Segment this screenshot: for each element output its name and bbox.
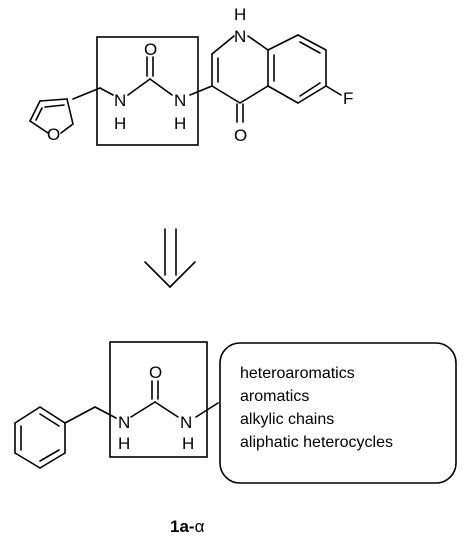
fluorine-label: F [343,89,353,108]
compound-label-main: 1a- [170,517,195,536]
compound-label: 1a-α [170,517,205,536]
top-urea-h1-label: H [114,114,126,133]
substituent-aliphatic-heterocycles: aliphatic heterocycles [240,434,393,451]
bottom-urea-highlight-box [109,341,208,458]
top-molecule: O N H O N H [29,5,353,146]
benzene-ring [14,406,66,469]
top-urea-oxygen-label: O [144,40,157,59]
quinolinone-n-label: N [234,27,246,46]
quinolinone-nh-label: H [234,5,246,24]
top-urea-n2-label: N [174,91,186,110]
retrosynthetic-arrow [144,228,196,288]
furan-oxygen-label: O [47,125,60,144]
top-urea-h2-label: H [174,114,186,133]
bottom-urea-oxygen-label: O [149,363,162,382]
bottom-urea-h1-label: H [118,434,130,453]
quinolinone-core [211,34,342,123]
substituent-alkylic-chains: alkylic chains [240,411,334,428]
compound-label-greek: α [195,517,205,536]
quinolinone-keto-oxygen-label: O [234,126,247,145]
bottom-urea-n1-label: N [118,413,130,432]
substituent-aromatics: aromatics [240,388,309,405]
top-urea-n1-label: N [114,91,126,110]
bottom-molecule: N H O N H heteroaromatics aromatics alky… [14,341,457,484]
bottom-urea-h2-label: H [182,434,194,453]
furan-ring [29,98,74,134]
substituent-heteroaromatics: heteroaromatics [240,365,355,382]
bottom-urea-n2-label: N [180,413,192,432]
substituent-box [219,342,457,484]
